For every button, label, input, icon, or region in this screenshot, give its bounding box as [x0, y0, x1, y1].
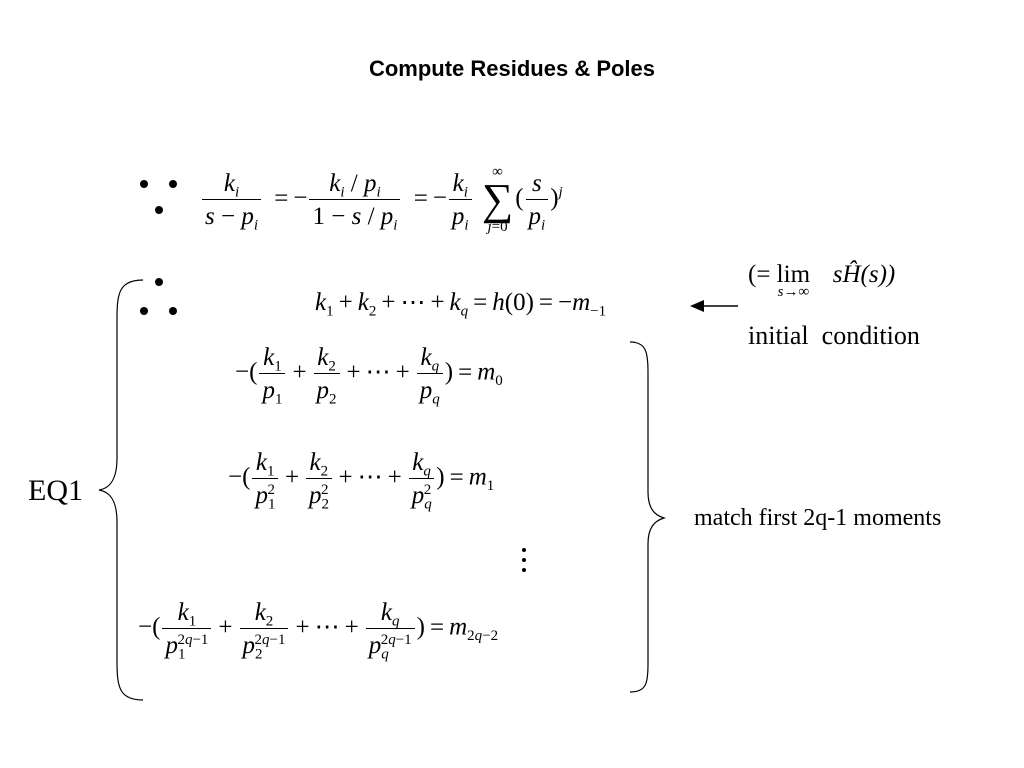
limit-open-text: (= lim — [748, 261, 811, 288]
page-title: Compute Residues & Poles — [368, 56, 656, 81]
limit-expression: sĤ(s)) — [832, 261, 896, 288]
right-brace-icon — [629, 341, 667, 693]
match-moments-label: match first 2q-1 moments — [694, 505, 942, 531]
eq1-label: EQ1 — [28, 474, 83, 507]
left-brace-icon — [98, 279, 144, 701]
limit-subscript: s→∞ — [777, 284, 810, 300]
residue-sum-equation: k1+k2+⋯+kq=h(0)=−m−1 — [315, 289, 607, 320]
initial-condition-label: initial condition — [748, 321, 920, 350]
left-arrow-icon — [690, 300, 738, 312]
limit-note: (= lim s→∞ sĤ(s)) — [748, 262, 895, 300]
